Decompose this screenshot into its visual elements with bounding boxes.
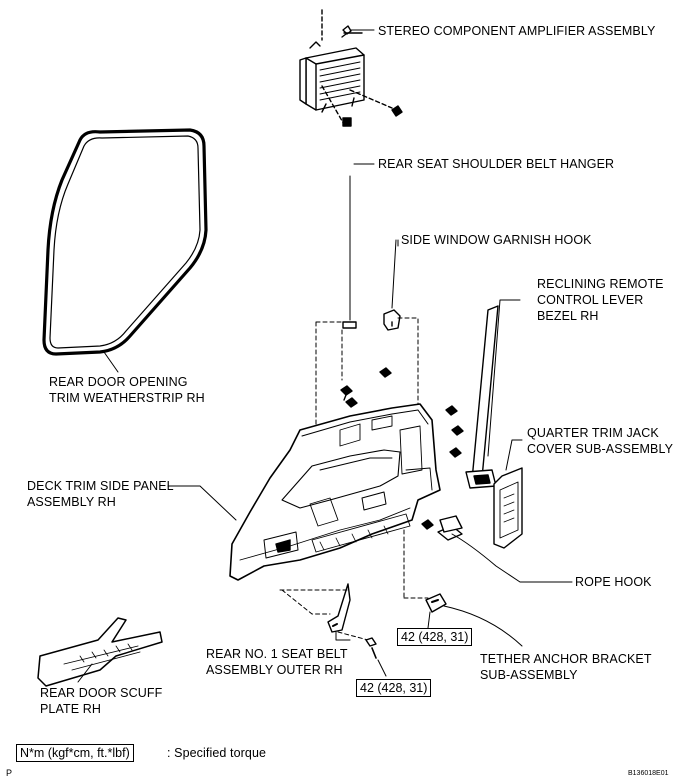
rope-hook-part: [403, 515, 573, 599]
belt-hanger-part: [315, 175, 357, 443]
label-seatbelt-1: REAR NO. 1 SEAT BELT: [206, 647, 348, 661]
label-recline-1: RECLINING REMOTE: [537, 277, 664, 291]
amplifier-part: [299, 9, 403, 127]
scuff-plate-part: [37, 617, 163, 687]
label-scuff-1: REAR DOOR SCUFF: [40, 686, 163, 700]
label-deck-panel-2: ASSEMBLY RH: [27, 495, 116, 509]
label-deck-panel-1: DECK TRIM SIDE PANEL: [27, 479, 174, 493]
jack-cover-part: [493, 439, 523, 549]
legend-unit-box: N*m (kgf*cm, ft.*lbf): [16, 744, 134, 762]
seatbelt-part: [279, 583, 387, 677]
label-weatherstrip-2: TRIM WEATHERSTRIP RH: [49, 391, 205, 405]
label-jack-cover-2: COVER SUB-ASSEMBLY: [527, 442, 674, 456]
label-tether-2: SUB-ASSEMBLY: [480, 668, 578, 682]
torque-box-tether: 42 (428, 31): [397, 628, 473, 646]
label-belt-hanger: REAR SEAT SHOULDER BELT HANGER: [378, 157, 615, 171]
garnish-hook-part: [383, 239, 419, 431]
page-marker: P: [6, 768, 13, 778]
legend-text: : Specified torque: [167, 746, 267, 760]
clips: [340, 367, 464, 530]
label-rope-hook: ROPE HOOK: [575, 575, 652, 589]
torque-box-seatbelt: 42 (428, 31): [356, 679, 432, 697]
label-seatbelt-2: ASSEMBLY OUTER RH: [206, 663, 343, 677]
label-amplifier: STEREO COMPONENT AMPLIFIER ASSEMBLY: [378, 24, 656, 38]
label-tether-1: TETHER ANCHOR BRACKET: [480, 652, 652, 666]
weatherstrip-part: [42, 128, 208, 373]
label-scuff-2: PLATE RH: [40, 702, 101, 716]
label-recline-3: BEZEL RH: [537, 309, 599, 323]
leader-lines: [349, 29, 399, 247]
label-weatherstrip-1: REAR DOOR OPENING: [49, 375, 188, 389]
label-garnish-hook: SIDE WINDOW GARNISH HOOK: [401, 233, 592, 247]
figure-code: B136018E01: [628, 770, 669, 777]
label-jack-cover-1: QUARTER TRIM JACK: [527, 426, 659, 440]
tether-bracket-part: [425, 593, 523, 647]
deck-panel-part: [167, 403, 441, 581]
label-recline-2: CONTROL LEVER: [537, 293, 644, 307]
recline-bezel-part: [465, 299, 521, 489]
